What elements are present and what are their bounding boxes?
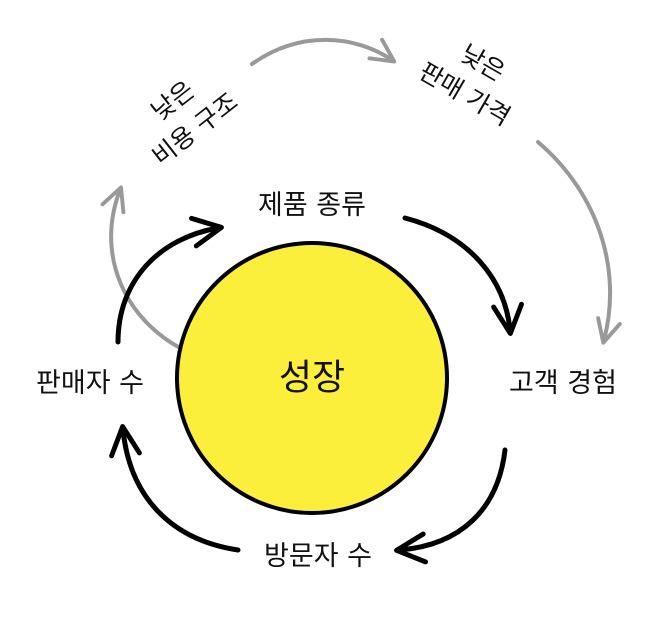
label-product-variety: 제품 종류 xyxy=(258,190,366,221)
black-curved-arrow-icon xyxy=(109,424,241,553)
black-curved-arrow-icon xyxy=(402,215,524,336)
label-visitor-count: 방문자 수 xyxy=(264,541,372,572)
outer-cycle xyxy=(100,37,622,352)
gray-curved-arrow-icon xyxy=(100,185,186,352)
gray-curved-arrow-icon xyxy=(536,140,622,345)
label-customer-experience: 고객 경험 xyxy=(509,368,617,399)
inner-cycle xyxy=(109,215,524,565)
label-low-cost-structure: 낮은 비용 구조 xyxy=(146,75,244,171)
center-label: 성장 xyxy=(279,358,345,399)
gray-curved-arrow-icon xyxy=(250,37,397,66)
black-curved-arrow-icon xyxy=(394,447,508,565)
label-seller-count: 판매자 수 xyxy=(36,368,144,399)
label-low-sale-price: 낮은 판매 가격 xyxy=(414,39,515,132)
black-curved-arrow-icon xyxy=(115,215,224,345)
center-circle xyxy=(175,241,449,515)
